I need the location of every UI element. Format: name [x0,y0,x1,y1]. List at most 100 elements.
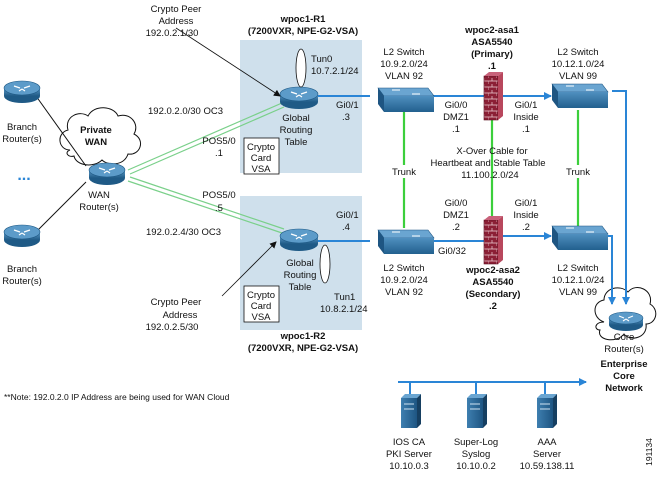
xover-line1: X-Over Cable for [456,146,527,157]
asa2-inside-name: Inside [513,210,538,221]
asa1-dmz-ip: .1 [452,124,460,135]
asa2-dmz-name: DMZ1 [443,210,469,221]
asa1-inside-if: Gi0/1 [515,100,538,111]
tunnel-tun1-icon [319,244,331,284]
asa1-role: (Primary) [471,49,513,60]
server-aaa [537,394,557,428]
figure-id: 191134 [644,438,654,466]
r1-interface: Gi0/1 [336,100,359,111]
r2-pos: POS5/0 [202,190,235,201]
callout-arrows [175,27,281,297]
switch-bl-vlan: VLAN 92 [385,287,423,298]
core-line2: Router(s) [604,344,644,355]
r2-tunnel: Tun1 [334,292,355,303]
switch-tr-vlan: VLAN 99 [559,71,597,82]
wan-link-bottom-label: 192.0.2.4/30 OC3 [146,227,221,238]
asa1-inside-ip: .1 [522,124,530,135]
core-router [608,311,644,331]
server-ios-ca [401,394,421,428]
r1-grt-line3: Table [285,137,308,148]
asa2-hb-if: Gi0/32 [438,246,466,257]
branch-bottom-line1: Branch [7,264,37,275]
server-1-ip: 10.10.0.3 [389,461,429,472]
server-2-line2: Syslog [462,449,491,460]
branch-top-line1: Branch [7,122,37,133]
branch-top-line2: Router(s) [2,134,42,145]
branch-ellipsis: ... [17,167,30,184]
crypto-card-box-r1 [243,137,280,175]
switch-tr-subnet: 10.12.1.0/24 [552,59,605,70]
wan-router-line2: Router(s) [79,202,119,213]
switch-tl-title: L2 Switch [383,47,424,58]
private-wan-line1: Private [80,125,112,136]
wan-router-line1: WAN [88,190,110,201]
r1-pos: POS5/0 [202,136,235,147]
server-3-line1: AAA [537,437,557,448]
wan-links [127,102,285,234]
crypto-peer-bottom-ip: 192.0.2.5/30 [146,322,199,333]
asa1-name: wpoc2-asa1 [464,25,520,36]
server-1-line2: PKI Server [386,449,432,460]
switch-br-subnet: 10.12.1.0/24 [552,275,605,286]
r1-interface-ip: .3 [342,112,350,123]
crypto-peer-bottom-line1: Crypto Peer [151,297,202,308]
r2-grt-line2: Routing [284,270,317,281]
branch-bottom-line2: Router(s) [2,276,42,287]
asa2-ip: .2 [489,301,497,312]
firewall-asa1 [483,72,503,121]
wan-router [88,162,126,185]
r1-model: (7200VXR, NPE-G2-VSA) [248,26,358,37]
r2-crypto-line2: Card [251,301,272,312]
switch-tl-vlan: VLAN 92 [385,71,423,82]
switch-bottom-right [551,225,609,250]
asa2-name: wpoc2-asa2 [465,265,520,276]
trunk-left-bg [386,165,422,178]
core-net3: Network [605,383,643,394]
trunk-left-label: Trunk [392,167,416,178]
trunk-lines [402,110,580,228]
switch-top-left [377,87,435,112]
asa2-dmz-if: Gi0/0 [445,198,468,209]
r2-grt-line3: Table [289,282,312,293]
branch-links [35,95,87,233]
r2-crypto-line3: VSA [251,312,271,323]
asa1-ip: .1 [488,61,497,72]
crypto-card-box-r2 [243,285,280,323]
wan-note: **Note: 192.0.2.0 IP Address are being u… [4,392,230,402]
switch-bottom-left [377,229,435,254]
core-net2: Core [613,371,635,382]
asa2-inside-if: Gi0/1 [515,198,538,209]
crypto-peer-top-ip: 192.0.2.1/30 [146,28,199,39]
server-super-log [467,394,487,428]
asa2-role: (Secondary) [466,289,521,300]
r1-name: wpoc1-R1 [280,14,327,25]
router-r2 [279,228,319,251]
firewall-asa2 [483,216,503,265]
router-r1 [279,86,319,109]
r2-interface-ip: .4 [342,222,350,233]
xover-line3: 11.100.2.0/24 [461,170,518,181]
asa2-dmz-ip: .2 [452,222,460,233]
r1-grt-line2: Routing [280,125,313,136]
private-wan-cloud [59,107,142,166]
server-3-line2: Server [533,449,561,460]
tunnel-tun0-icon [295,48,307,88]
asa1-dmz-if: Gi0/0 [445,100,468,111]
crypto-peer-bottom-line2: Address [163,310,198,321]
server-1-line1: IOS CA [393,437,426,448]
core-line1: Core [614,332,635,343]
r1-grt-line1: Global [282,113,309,124]
server-2-ip: 10.10.0.2 [456,461,496,472]
r1-crypto-line2: Card [251,153,272,164]
switch-br-title: L2 Switch [557,263,598,274]
switch-br-vlan: VLAN 99 [559,287,597,298]
asa2-model: ASA5540 [472,277,513,288]
r1-pos-ip: .1 [215,148,223,159]
crypto-peer-top-line2: Address [159,16,194,27]
r2-tunnel-ip: 10.8.2.1/24 [320,304,368,315]
asa1-model: ASA5540 [471,37,512,48]
r2-model: (7200VXR, NPE-G2-VSA) [248,343,358,354]
r1-tunnel: Tun0 [311,54,332,65]
trunk-right-label: Trunk [566,167,590,178]
